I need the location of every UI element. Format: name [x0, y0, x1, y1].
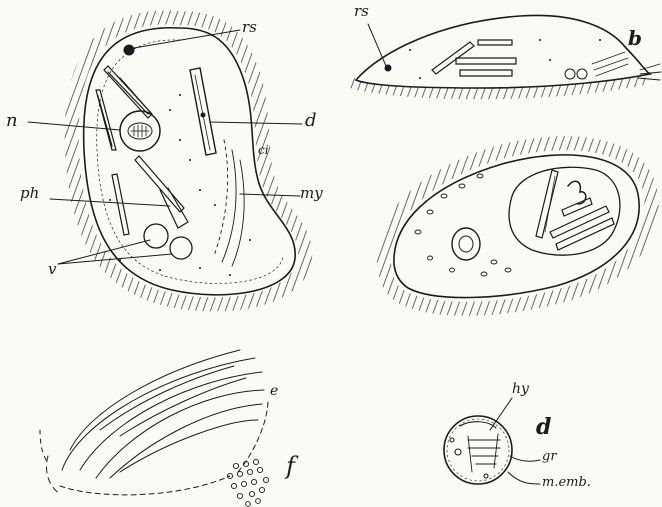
panel-c-dorsal-view — [384, 143, 652, 309]
label-b: b — [628, 28, 642, 48]
panel-a-ciliate — [28, 17, 305, 304]
sphere-contents — [450, 422, 500, 478]
label-my: my — [300, 186, 323, 201]
label-rs-b: rs — [354, 4, 369, 19]
label-ph: ph — [20, 186, 39, 201]
label-hy: hy — [512, 382, 529, 396]
label-d-panel: d — [536, 416, 551, 438]
red-spot — [124, 45, 134, 55]
label-f: f — [286, 454, 295, 478]
label-e: e — [270, 384, 278, 398]
label-n: n — [6, 112, 18, 130]
label-rs-a: rs — [242, 20, 257, 35]
label-d-a: d — [305, 112, 317, 130]
panel-d-sphere — [444, 398, 540, 484]
label-v: v — [48, 262, 56, 277]
side-outline — [356, 15, 650, 88]
panel-f-granules — [227, 459, 268, 506]
label-memb: m.emb. — [542, 476, 591, 489]
label-gr: gr — [542, 450, 557, 463]
sphere-membrane — [444, 416, 512, 484]
label-ci: ci — [258, 144, 269, 156]
panel-b-side-view — [355, 15, 661, 93]
panel-e-striations — [40, 350, 268, 495]
